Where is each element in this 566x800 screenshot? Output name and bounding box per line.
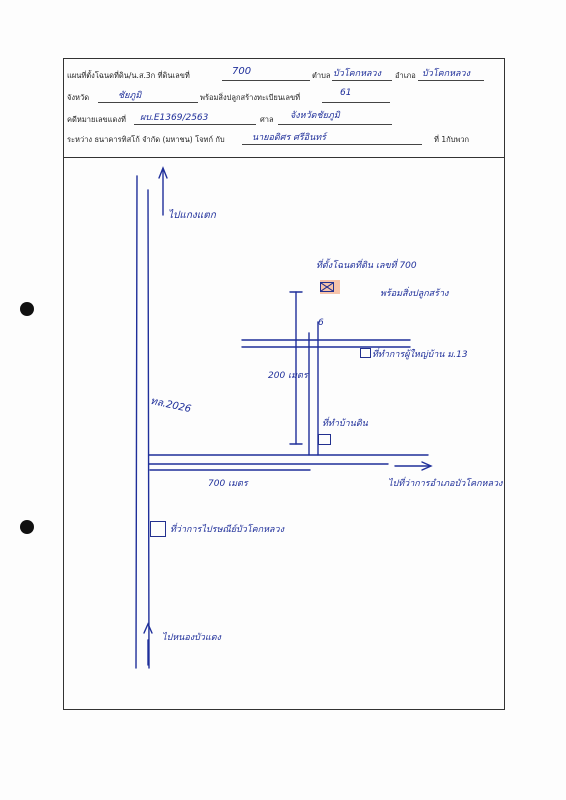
province-value: ชัยภูมิ — [118, 91, 142, 101]
south-arrow-head — [143, 622, 153, 634]
main-road-right-edge — [147, 189, 150, 669]
landmark-post-office-icon — [150, 521, 166, 537]
small-mark: 6 — [318, 318, 324, 328]
header-separator — [63, 157, 505, 158]
target-label-line2: พร้อมสิ่งปลูกสร้าง — [380, 289, 449, 299]
punch-hole-top — [20, 302, 34, 316]
label-house: พร้อมสิ่งปลูกสร้างทะเบียนเลขที่ — [200, 93, 301, 102]
label-with: ที่ 1กับพวก — [434, 135, 470, 144]
landmark-village-office-icon — [360, 348, 371, 358]
punch-hole-bottom — [20, 520, 34, 534]
north-direction-label: ไปแกงแตก — [168, 210, 216, 221]
target-highlight — [320, 280, 340, 294]
map-form-frame — [63, 58, 505, 710]
house-no-value: 61 — [340, 88, 352, 98]
underline-case — [134, 124, 256, 125]
underline-amphoe — [418, 80, 484, 81]
defendant-value: นายอดิศร ศรีอินทร์ — [252, 133, 327, 143]
landmark-house-label: ที่ทำบ้านดิน — [322, 419, 368, 429]
amphoe-value: บัวโคกหลวง — [422, 69, 470, 79]
tambon-value: บัวโคกหลวง — [333, 69, 381, 79]
distance-vertical-label: 200 เมตร — [268, 371, 308, 381]
label-province: จังหวัด — [67, 93, 90, 102]
underline-province — [98, 102, 198, 103]
target-label-line1: ที่ตั้งโฉนดที่ดิน เลขที่ 700 — [316, 261, 417, 271]
label-case: คดีหมายเลขแดงที่ — [67, 115, 126, 124]
underline-house — [322, 102, 390, 103]
east-direction-label: ไปที่ว่าการอำเภอบัวโคกหลวง — [388, 479, 503, 489]
distance-horizontal-label: 700 เมตร — [208, 479, 248, 489]
north-arrow-head — [158, 166, 168, 179]
underline-defendant — [242, 144, 422, 145]
label-amphoe: อำเภอ — [395, 71, 416, 80]
main-road-left-edge — [135, 175, 138, 669]
underline-court — [278, 124, 392, 125]
label-tambon: ตำบล — [312, 71, 331, 80]
landmark-post-office-label: ที่ว่าการไปรษณีย์บัวโคกหลวง — [170, 525, 284, 535]
court-value: จังหวัดชัยภูมิ — [290, 111, 340, 121]
east-arrow-head — [421, 461, 433, 471]
south-direction-label: ไปหนองบัวแดง — [162, 633, 221, 643]
label-court: ศาล — [260, 115, 274, 124]
land-no-value: 700 — [232, 66, 252, 77]
target-parcel-icon — [320, 282, 334, 292]
underline-tambon — [332, 80, 392, 81]
underline-land-no — [222, 80, 310, 81]
label-location: แผนที่ตั้งโฉนดที่ดิน/น.ส.3ก ที่ดินเลขที่ — [67, 71, 190, 80]
landmark-house-icon — [318, 434, 331, 445]
case-no-value: ผบ.E1369/2563 — [140, 113, 209, 123]
label-between: ระหว่าง ธนาคารทิสโก้ จำกัด (มหาชน) โจทก์… — [67, 135, 225, 144]
landmark-village-office-label: ที่ทำการผู้ใหญ่บ้าน ม.13 — [372, 350, 468, 360]
